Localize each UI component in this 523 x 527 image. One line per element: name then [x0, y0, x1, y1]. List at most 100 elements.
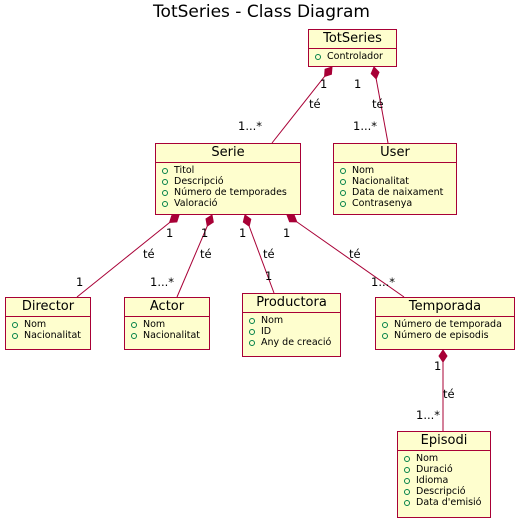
class-name: Director: [6, 298, 90, 317]
public-visibility-icon: [162, 167, 168, 174]
class-attribute: Nacionalitat: [131, 330, 209, 341]
public-visibility-icon: [340, 178, 346, 185]
composition-edge: [296, 221, 405, 298]
public-visibility-icon: [131, 321, 137, 328]
class-attribute: Data d'emisió: [404, 497, 490, 508]
to-multiplicity: 1...*: [371, 275, 396, 289]
from-multiplicity: 1: [239, 226, 247, 240]
class-totseries[interactable]: TotSeries Controlador: [308, 29, 397, 67]
class-name: Episodi: [398, 432, 490, 451]
composition-edge: [271, 76, 325, 144]
attribute-text: Data de naixament: [352, 187, 444, 198]
composition-diamond-icon: [324, 66, 333, 78]
class-attribute: Número de episodis: [382, 330, 514, 341]
to-multiplicity: 1...*: [353, 119, 378, 133]
public-visibility-icon: [162, 189, 168, 196]
class-attribute: Descripció: [162, 176, 300, 187]
attribute-text: Nacionalitat: [24, 330, 81, 341]
to-multiplicity: 1...*: [150, 275, 175, 289]
attribute-text: Idioma: [416, 475, 449, 486]
from-multiplicity: 1: [283, 226, 291, 240]
composition-diamond-icon: [168, 214, 180, 224]
public-visibility-icon: [162, 200, 168, 207]
attribute-list: Controlador: [309, 49, 396, 65]
diagram-title: TotSeries - Class Diagram: [153, 2, 370, 22]
attribute-text: Número de temporades: [174, 187, 287, 198]
class-attribute: Controlador: [315, 51, 396, 62]
relation-label: té: [349, 247, 361, 261]
public-visibility-icon: [131, 332, 137, 339]
class-attribute: Contrasenya: [340, 198, 456, 209]
composition-diamond-icon: [438, 349, 448, 363]
attribute-text: Any de creació: [261, 337, 332, 348]
attribute-text: Nacionalitat: [352, 176, 409, 187]
public-visibility-icon: [249, 328, 255, 335]
class-attribute: Número de temporades: [162, 187, 300, 198]
from-multiplicity: 1: [354, 77, 362, 91]
class-attribute: Número de temporada: [382, 319, 514, 330]
relation-label: té: [309, 97, 321, 111]
attribute-text: Contrasenya: [352, 198, 413, 209]
relation-label: té: [263, 247, 275, 261]
attribute-text: Titol: [174, 165, 195, 176]
from-multiplicity: 1: [320, 77, 328, 91]
composition-diamond-icon: [205, 214, 214, 227]
attribute-text: Controlador: [327, 51, 383, 62]
public-visibility-icon: [12, 332, 18, 339]
class-attribute: Titol: [162, 165, 300, 176]
class-attribute: Data de naixament: [340, 187, 456, 198]
to-multiplicity: 1...*: [416, 408, 441, 422]
class-attribute: Nacionalitat: [340, 176, 456, 187]
public-visibility-icon: [404, 455, 410, 462]
attribute-text: Número de episodis: [394, 330, 489, 341]
attribute-text: Duració: [416, 464, 453, 475]
class-name: Productora: [243, 294, 340, 313]
public-visibility-icon: [404, 488, 410, 495]
public-visibility-icon: [382, 321, 388, 328]
relation-label: té: [443, 387, 455, 401]
composition-diamond-icon: [242, 214, 252, 228]
attribute-text: Valoració: [174, 198, 218, 209]
class-name: User: [334, 144, 456, 163]
attribute-text: ID: [261, 326, 272, 337]
relation-label: té: [372, 97, 384, 111]
public-visibility-icon: [249, 339, 255, 346]
composition-edge: [375, 78, 389, 144]
class-attribute: Any de creació: [249, 337, 340, 348]
attribute-text: Nom: [143, 319, 166, 330]
public-visibility-icon: [340, 200, 346, 207]
to-multiplicity: 1: [76, 275, 84, 289]
class-attribute: Nom: [404, 453, 490, 464]
to-multiplicity: 1: [265, 269, 273, 283]
public-visibility-icon: [249, 317, 255, 324]
composition-edge: [76, 222, 170, 298]
from-multiplicity: 1: [166, 226, 174, 240]
class-attribute: Nom: [12, 319, 90, 330]
public-visibility-icon: [404, 499, 410, 506]
from-multiplicity: 1: [434, 359, 442, 373]
class-attribute: Nacionalitat: [12, 330, 90, 341]
to-multiplicity: 1...*: [238, 119, 263, 133]
class-name: Temporada: [376, 298, 514, 317]
attribute-text: Número de temporada: [394, 319, 502, 330]
class-attribute: Nom: [131, 319, 209, 330]
attribute-text: Descripció: [416, 486, 466, 497]
public-visibility-icon: [315, 53, 321, 60]
attribute-text: Nom: [416, 453, 439, 464]
class-attribute: Idioma: [404, 475, 490, 486]
class-name: Actor: [125, 298, 209, 317]
class-attribute: Nom: [249, 315, 340, 326]
class-attribute: Nom: [340, 165, 456, 176]
